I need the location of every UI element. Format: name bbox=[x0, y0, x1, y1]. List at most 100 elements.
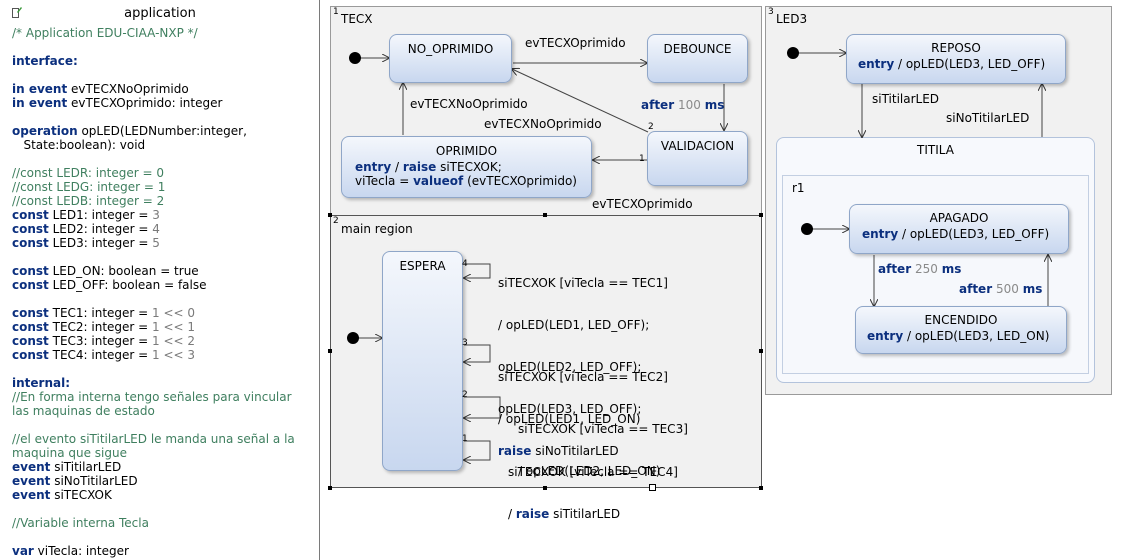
entry-keyword: entry bbox=[355, 160, 392, 174]
state-validacion[interactable]: VALIDACION bbox=[647, 131, 748, 186]
comment-line: las maquinas de estado bbox=[12, 404, 155, 418]
const-value: 5 bbox=[152, 236, 160, 250]
state-apagado-action: entry / opLED(LED3, LED_OFF) bbox=[862, 227, 1049, 241]
const-keyword: const bbox=[12, 222, 49, 236]
comment-line: //const LEDB: integer = 2 bbox=[12, 194, 165, 208]
const-keyword: const bbox=[12, 264, 49, 278]
selection-handle[interactable] bbox=[328, 213, 332, 217]
var-decl: viTecla: integer bbox=[37, 544, 129, 558]
transition-label[interactable]: evTECXNoOprimido bbox=[484, 117, 602, 131]
const-keyword: const bbox=[12, 278, 49, 292]
state-oprimido-name: OPRIMIDO bbox=[435, 144, 498, 158]
const-value: 1 << 2 bbox=[152, 334, 196, 348]
raise-keyword: raise bbox=[498, 444, 532, 458]
comment-line: maquina que sigue bbox=[12, 446, 127, 460]
initial-state-marker bbox=[801, 223, 813, 235]
selection-handle[interactable] bbox=[328, 486, 332, 490]
const-keyword: const bbox=[12, 348, 49, 362]
const-keyword: const bbox=[12, 208, 49, 222]
const-keyword: const bbox=[12, 236, 49, 250]
state-reposo-name: REPOSO bbox=[931, 41, 981, 55]
state-encendido-action: entry / opLED(LED3, LED_ON) bbox=[867, 329, 1049, 343]
definition-code[interactable]: /* Application EDU-CIAA-NXP */ interface… bbox=[12, 26, 317, 558]
transition-label-line: opLED(LED3, LED_OFF); bbox=[498, 402, 642, 416]
transition-label[interactable]: evTECXOprimido bbox=[592, 197, 693, 211]
selection-handle[interactable] bbox=[649, 484, 656, 491]
transition-label[interactable]: after 100 ms bbox=[641, 98, 724, 112]
state-no-oprimido-name: NO_OPRIMIDO bbox=[407, 42, 494, 56]
transition-label[interactable]: siTECXOK [viTecla == TEC1] / opLED(LED1,… bbox=[498, 248, 668, 472]
event-line: event siNoTitilarLED bbox=[12, 474, 317, 488]
after-value: 250 bbox=[914, 262, 938, 276]
const-value: 3 bbox=[152, 208, 160, 222]
event-line: event siTitilarLED bbox=[12, 460, 317, 474]
const-line: const TEC3: integer = 1 << 2 bbox=[12, 334, 317, 348]
transition-label[interactable]: after 250 ms bbox=[878, 262, 961, 276]
internal-label: internal: bbox=[12, 376, 71, 390]
after-value: 100 bbox=[677, 98, 701, 112]
transition-label[interactable]: siTitilarLED bbox=[872, 92, 940, 106]
event-name: siNoTitilarLED bbox=[54, 474, 138, 488]
transition-label-line: / opLED(LED2, LED_ON) bbox=[518, 464, 661, 478]
transition-priority: 1 bbox=[639, 154, 645, 164]
interface-label: interface: bbox=[12, 54, 78, 68]
transition-priority: 1 bbox=[462, 434, 468, 444]
valueof-arg: (evTECXOprimido) bbox=[463, 174, 577, 188]
transition-label[interactable]: evTECXOprimido bbox=[525, 36, 626, 50]
state-no-oprimido[interactable]: NO_OPRIMIDO bbox=[389, 34, 512, 83]
action-separator: / bbox=[391, 160, 403, 174]
const-decl: LED1: integer = bbox=[52, 208, 153, 222]
definition-section-panel[interactable]: application /* Application EDU-CIAA-NXP … bbox=[0, 0, 320, 560]
region-led3-number: 3 bbox=[768, 7, 774, 17]
state-espera[interactable]: ESPERA bbox=[382, 251, 463, 471]
entry-action: / opLED(LED3, LED_ON) bbox=[903, 329, 1050, 343]
transition-label[interactable]: siTECXOK [viTecla == TEC3] / opLED(LED2,… bbox=[518, 394, 688, 492]
operation-keyword: operation bbox=[12, 124, 78, 138]
after-value: 500 bbox=[995, 282, 1019, 296]
transition-label-line: / raise siTitilarLED bbox=[508, 507, 678, 521]
event-keyword: event bbox=[12, 460, 51, 474]
entry-action: / opLED(LED3, LED_OFF) bbox=[894, 57, 1046, 71]
state-reposo[interactable]: REPOSO entry / opLED(LED3, LED_OFF) bbox=[846, 34, 1066, 84]
selection-handle[interactable] bbox=[543, 486, 547, 490]
const-decl: TEC4: integer = bbox=[52, 348, 153, 362]
const-line: const LED1: integer = 3 bbox=[12, 208, 317, 222]
event-name: siTitilarLED bbox=[54, 460, 122, 474]
after-keyword: after bbox=[959, 282, 993, 296]
transition-label[interactable]: siNoTitilarLED bbox=[946, 111, 1030, 125]
state-apagado[interactable]: APAGADO entry / opLED(LED3, LED_OFF) bbox=[849, 204, 1069, 254]
transition-label[interactable]: siTECXOK [viTecla == TEC2] / opLED(LED1,… bbox=[498, 342, 668, 440]
const-decl: LED_ON: boolean = true bbox=[52, 264, 199, 278]
transition-label-line: / opLED(LED1, LED_OFF); bbox=[498, 318, 650, 332]
transition-priority: 2 bbox=[648, 122, 654, 132]
transition-label[interactable]: after 500 ms bbox=[959, 282, 1042, 296]
state-oprimido[interactable]: OPRIMIDO entry / raise siTECXOK; viTecla… bbox=[341, 136, 592, 198]
const-keyword: const bbox=[12, 306, 49, 320]
selection-handle[interactable] bbox=[759, 213, 763, 217]
entry-keyword: entry bbox=[862, 227, 899, 241]
selection-handle[interactable] bbox=[759, 486, 763, 490]
const-line: const TEC1: integer = 1 << 0 bbox=[12, 306, 317, 320]
selection-handle[interactable] bbox=[328, 349, 332, 353]
in-event-line: in event evTECXNoOprimido bbox=[12, 82, 317, 96]
state-apagado-name: APAGADO bbox=[929, 211, 989, 225]
comment-line: //En forma interna tengo señales para vi… bbox=[12, 390, 292, 404]
in-event-name: evTECXOprimido: integer bbox=[71, 96, 223, 110]
const-line: const LED2: integer = 4 bbox=[12, 222, 317, 236]
transition-label[interactable]: siTECXOK [viTecla == TEC4] / raise siTit… bbox=[508, 437, 678, 535]
region-tecx-name: TECX bbox=[341, 12, 373, 26]
definition-section-icon bbox=[12, 7, 22, 18]
state-oprimido-action-1: entry / raise siTECXOK; bbox=[355, 160, 502, 174]
state-debounce[interactable]: DEBOUNCE bbox=[647, 34, 748, 83]
state-espera-name: ESPERA bbox=[399, 259, 446, 273]
operation-signature: opLED(LEDNumber:integer, bbox=[81, 124, 247, 138]
transition-label[interactable]: evTECXNoOprimido bbox=[410, 97, 528, 111]
const-keyword: const bbox=[12, 320, 49, 334]
transition-label-line: siTECXOK [viTecla == TEC2] bbox=[498, 370, 668, 384]
selection-handle[interactable] bbox=[759, 349, 763, 353]
state-oprimido-action-2: viTecla = valueof (evTECXOprimido) bbox=[355, 174, 577, 188]
state-encendido[interactable]: ENCENDIDO entry / opLED(LED3, LED_ON) bbox=[855, 306, 1067, 354]
action-prefix: / bbox=[508, 507, 516, 521]
selection-handle[interactable] bbox=[543, 213, 547, 217]
